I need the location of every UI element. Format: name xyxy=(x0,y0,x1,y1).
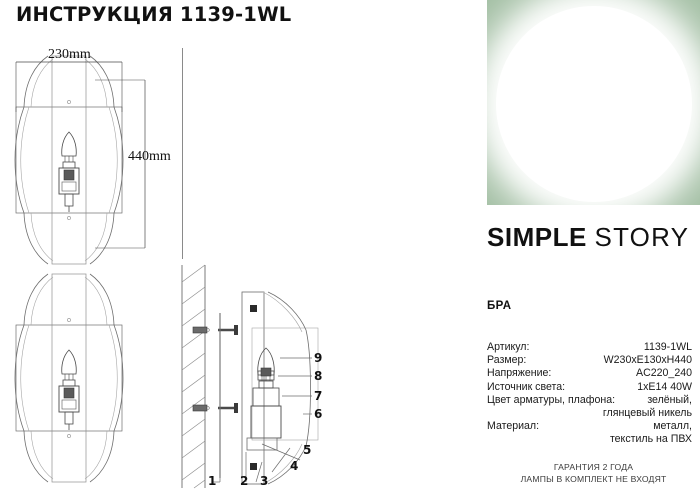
side-mounting-view xyxy=(192,291,319,485)
spec-key: Размер: xyxy=(487,354,527,367)
vertical-divider-line xyxy=(182,48,183,259)
spec-value: W230xE130xH440 xyxy=(603,354,692,367)
wall-hatch-section xyxy=(181,264,206,489)
spec-row: Материал: металл, xyxy=(487,420,692,433)
product-card-pane: SIMPLE STORY БРА Артикул: 1139-1WL Разме… xyxy=(468,0,700,492)
callout-3: 3 xyxy=(260,474,269,488)
product-category: БРА xyxy=(487,300,512,312)
front-view-plain xyxy=(14,273,124,483)
dimension-width-label: 230mm xyxy=(48,47,91,62)
spec-key: Материал: xyxy=(487,420,540,433)
spec-value-continuation: текстиль на ПВХ xyxy=(609,433,692,446)
lamp-glow-circle xyxy=(495,6,692,202)
spec-value: 1xE14 40W xyxy=(637,380,692,393)
technical-drawing-svg xyxy=(14,55,319,489)
callout-6: 6 xyxy=(314,407,323,421)
spec-value: 1139-1WL xyxy=(643,341,692,353)
warranty-note: ГАРАНТИЯ 2 ГОДА xyxy=(553,462,634,472)
bulbs-not-included-note: ЛАМПЫ В КОМПЛЕКТ НЕ ВХОДЯТ xyxy=(520,473,667,484)
specification-table: Артикул: 1139-1WL Размер: W230xE130xH440… xyxy=(487,341,692,447)
spec-key: Напряжение: xyxy=(487,367,552,380)
spec-value: зелёный, xyxy=(647,393,692,406)
front-view-dimensioned xyxy=(14,55,146,265)
spec-value: металл, xyxy=(653,420,692,433)
spec-row: Цвет арматуры, плафона: зелёный, xyxy=(487,394,692,407)
spec-value: AC220_240 xyxy=(636,367,692,380)
mounting-screw-lower xyxy=(218,403,238,413)
spec-row: Артикул: 1139-1WL xyxy=(487,341,692,354)
wall-anchor-upper xyxy=(192,326,210,334)
callout-5: 5 xyxy=(303,443,312,457)
spec-row: Размер: W230xE130xH440 xyxy=(487,354,692,367)
product-hero-image xyxy=(487,0,700,205)
dimension-height-label: 440mm xyxy=(128,149,171,164)
brand-logo: SIMPLE STORY xyxy=(487,222,700,253)
spec-key: Источник света: xyxy=(487,380,566,393)
callout-8: 8 xyxy=(314,369,323,383)
callout-9: 9 xyxy=(314,351,323,365)
spec-value-continuation: глянцевый никель xyxy=(602,407,692,420)
page-title: ИНСТРУКЦИЯ 1139-1WL xyxy=(16,3,292,26)
spec-key: Цвет арматуры, плафона: xyxy=(487,393,616,406)
callout-7: 7 xyxy=(314,389,323,403)
mounting-screw-upper xyxy=(218,325,238,335)
spec-row: Источник света: 1xE14 40W xyxy=(487,381,692,394)
footer-notes: ГАРАНТИЯ 2 ГОДА ЛАМПЫ В КОМПЛЕКТ НЕ ВХОД… xyxy=(487,462,700,485)
callout-4: 4 xyxy=(290,459,299,473)
callout-2: 2 xyxy=(240,474,249,488)
callout-1: 1 xyxy=(208,474,217,488)
technical-drawings-pane: ИНСТРУКЦИЯ 1139-1WL xyxy=(14,3,323,489)
spec-row: Напряжение: AC220_240 xyxy=(487,367,692,380)
brand-primary-text: SIMPLE xyxy=(487,222,587,252)
spec-key: Артикул: xyxy=(487,341,530,353)
brand-secondary-text: STORY xyxy=(594,222,690,252)
wall-anchor-lower xyxy=(192,404,210,412)
